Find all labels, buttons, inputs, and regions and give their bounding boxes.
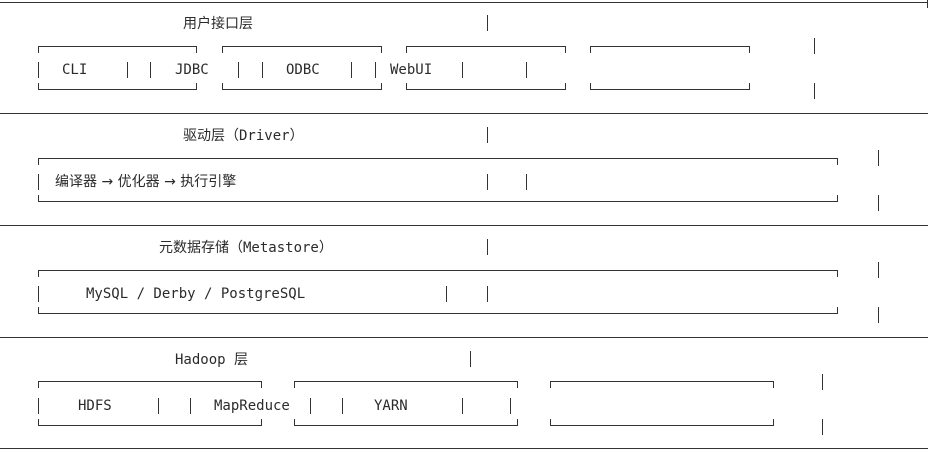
layer-title: Hadoop 层 [175, 352, 249, 368]
stray-bar [487, 127, 488, 143]
stray-bar [487, 239, 488, 255]
stray-bar [470, 351, 471, 367]
component-yarn: YARN [374, 398, 408, 414]
box-edge-bar [38, 286, 39, 302]
stray-bar [822, 419, 823, 435]
driver-pipeline: 编译器 → 优化器 → 执行引擎 [55, 174, 237, 190]
component-box [550, 381, 774, 426]
box-edge-bar [462, 62, 463, 78]
box-edge-bar [462, 398, 463, 414]
component-odbc: ODBC [286, 62, 320, 78]
box-edge-bar [158, 398, 159, 414]
component-box [222, 46, 382, 90]
box-edge-bar [510, 398, 511, 414]
right-edge-tick [927, 0, 928, 8]
component-box [38, 46, 197, 90]
stray-bar [814, 38, 815, 54]
component-jdbc: JDBC [175, 62, 209, 78]
component-box [406, 46, 566, 90]
box-edge-bar [262, 62, 263, 78]
component-box [38, 381, 262, 426]
stray-bar [814, 83, 815, 99]
layer-title: 元数据存储（Metastore） [159, 240, 333, 256]
box-edge-bar [150, 62, 151, 78]
metastore-backends: MySQL / Derby / PostgreSQL [86, 286, 306, 302]
box-edge-bar [38, 398, 39, 414]
box-edge-bar [526, 62, 527, 78]
component-cli: CLI [62, 62, 88, 78]
box-edge-bar [38, 174, 39, 190]
box-edge-bar [375, 62, 376, 78]
box-edge-bar [38, 62, 39, 78]
component-box [294, 381, 518, 426]
component-hdfs: HDFS [78, 398, 112, 414]
layer-title: 驱动层（Driver） [183, 128, 304, 144]
stray-bar [487, 15, 488, 31]
section-separator [0, 113, 928, 114]
box-edge-bar [487, 286, 488, 302]
driver-box [38, 158, 838, 202]
section-separator [0, 2, 928, 3]
box-edge-bar [190, 398, 191, 414]
stray-bar [822, 374, 823, 390]
component-webui: WebUI [390, 62, 433, 78]
section-separator [0, 337, 928, 338]
box-edge-bar [526, 174, 527, 190]
box-edge-bar [127, 62, 128, 78]
component-mapreduce: MapReduce [214, 398, 290, 414]
box-edge-bar [238, 62, 239, 78]
box-edge-bar [351, 62, 352, 78]
stray-bar [878, 262, 879, 278]
section-separator [0, 448, 928, 449]
component-box [590, 46, 750, 90]
box-edge-bar [310, 398, 311, 414]
box-edge-bar [446, 286, 447, 302]
stray-bar [878, 150, 879, 166]
stray-bar [878, 307, 879, 323]
box-edge-bar [342, 398, 343, 414]
section-separator [0, 225, 928, 226]
box-edge-bar [487, 174, 488, 190]
stray-bar [878, 195, 879, 211]
layer-title: 用户接口层 [183, 16, 253, 32]
metastore-box [38, 270, 838, 314]
